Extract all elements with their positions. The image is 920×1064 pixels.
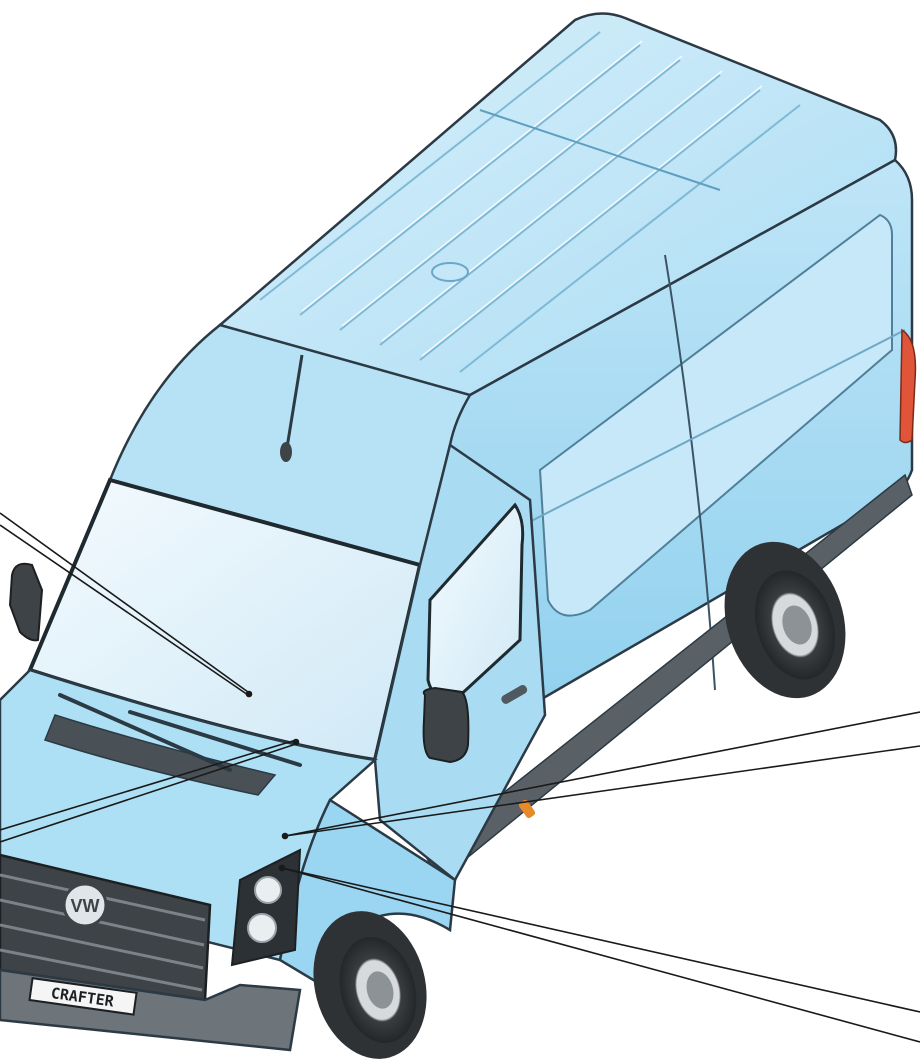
side-indicator-icon — [518, 799, 536, 819]
headlight — [230, 848, 302, 967]
vw-badge-icon: VW — [62, 882, 108, 928]
cab: VW CRAFTER — [0, 323, 547, 1052]
door-handle-icon — [501, 684, 528, 704]
front-wheel — [313, 911, 427, 1059]
callout-wiper-area — [0, 738, 300, 843]
callout-bonnet-upper — [281, 711, 920, 840]
roof — [217, 12, 898, 400]
callout-windscreen — [0, 512, 253, 698]
callout-bonnet-lower — [278, 864, 920, 1043]
badge-text: VW — [71, 896, 100, 916]
callout-lines — [0, 512, 920, 1043]
rear-wheel — [724, 541, 846, 699]
roof-vent-icon — [431, 262, 469, 282]
